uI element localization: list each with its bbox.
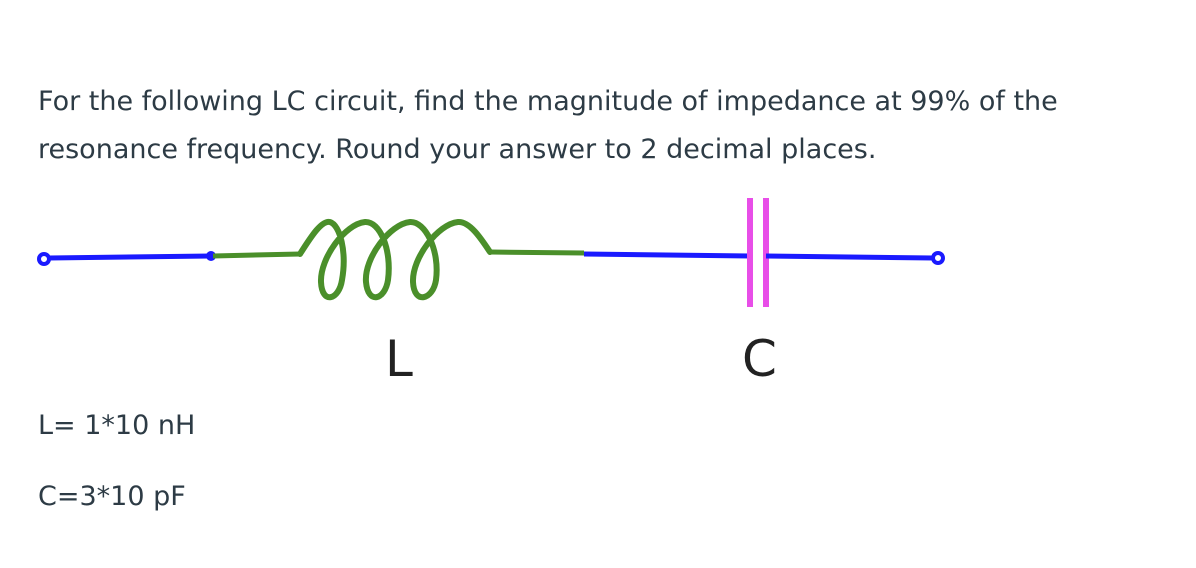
- inductor-coil: [297, 218, 493, 301]
- inductor-lead-right: [489, 249, 585, 256]
- capacitor-label: C: [742, 330, 777, 388]
- wire-left: [48, 253, 212, 261]
- inductor-label: L: [385, 330, 413, 388]
- inductor-lead-left: [212, 251, 301, 259]
- lc-circuit-diagram: L C: [37, 198, 945, 388]
- question-text: For the following LC circuit, find the m…: [38, 78, 1158, 174]
- question-line-2: resonance frequency. Round your answer t…: [38, 134, 877, 165]
- question-line-1: For the following LC circuit, find the m…: [38, 86, 1058, 117]
- wire-right: [765, 253, 934, 261]
- wire-middle: [583, 251, 751, 259]
- right-terminal: [931, 251, 945, 265]
- left-terminal: [37, 252, 51, 266]
- inductance-value: L= 1*10 nH: [38, 410, 196, 441]
- capacitance-value: C=3*10 pF: [38, 481, 186, 512]
